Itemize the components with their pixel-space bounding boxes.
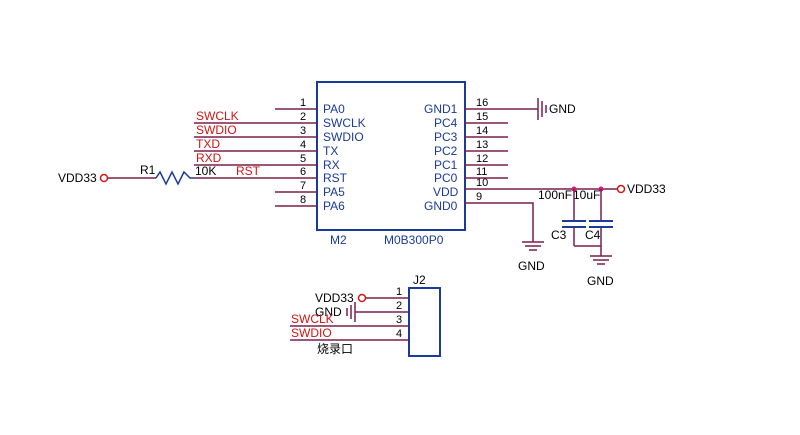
ic-body xyxy=(316,81,466,231)
pin-number: 15 xyxy=(476,111,488,123)
net-label-txd: TXD xyxy=(196,137,220,151)
net-label-rxd: RXD xyxy=(196,151,222,165)
net-label-swdio: SWDIO xyxy=(196,123,237,137)
pin-number: 13 xyxy=(476,139,488,151)
pin-number: 4 xyxy=(300,139,306,151)
ic-part-number: M0B300P0 xyxy=(384,233,444,247)
pin-number: 1 xyxy=(300,97,306,109)
cap-designator-c4: C4 xyxy=(585,228,601,242)
connector-body xyxy=(408,287,441,357)
net-label-rst: RST xyxy=(236,164,261,178)
ic-right-pins: 16 GND1 15 PC4 14 PC3 13 PC2 12 PC1 11 P… xyxy=(424,97,617,242)
resistor-designator: R1 xyxy=(140,163,156,177)
gnd-icon xyxy=(590,255,612,265)
pin-name: PA5 xyxy=(323,185,345,199)
ic-left-pins: 1 PA0 2 SWCLK SWCLK 3 SWDIO SWDIO 4 TX T… xyxy=(194,97,366,213)
gnd-icon xyxy=(346,302,356,322)
pin-number: 6 xyxy=(300,166,306,178)
pin-name: GND1 xyxy=(424,102,458,116)
power-port-icon xyxy=(357,293,367,303)
gnd-icon xyxy=(522,241,544,251)
vdd33-label-right: VDD33 xyxy=(627,182,666,196)
pin-name: PC4 xyxy=(434,116,458,130)
gnd-label-caps: GND xyxy=(587,274,614,288)
pin-name: RST xyxy=(323,171,348,185)
pin-number: 5 xyxy=(300,153,306,165)
pin-number: 2 xyxy=(396,300,402,312)
pin-name: GND0 xyxy=(424,199,458,213)
pin-name: PC0 xyxy=(434,171,458,185)
cap-designator-c3: C3 xyxy=(551,228,567,242)
pin-number: 11 xyxy=(476,166,487,178)
cap-value-c4: 10uF xyxy=(573,188,600,202)
resistor-icon xyxy=(155,170,194,186)
j2-vdd33-label: VDD33 xyxy=(315,291,354,305)
pin-name: PA0 xyxy=(323,102,345,116)
j2-net-label-swdio: SWDIO xyxy=(291,326,332,340)
pin-number: 4 xyxy=(396,328,402,340)
pin-name: PC2 xyxy=(434,144,458,158)
connector-caption: 烧录口 xyxy=(317,342,353,356)
pin-number: 2 xyxy=(300,111,306,123)
pin-name: RX xyxy=(323,158,340,172)
pin-name: VDD xyxy=(433,185,459,199)
j2-gnd-label: GND xyxy=(315,305,342,319)
pin-number: 14 xyxy=(476,125,488,137)
pin-name: SWDIO xyxy=(323,130,364,144)
gnd-label-pin9: GND xyxy=(518,259,545,273)
pin-name: SWCLK xyxy=(323,116,366,130)
pin-name: TX xyxy=(323,144,338,158)
pin-number: 8 xyxy=(300,194,306,206)
resistor-value: 10K xyxy=(195,164,216,178)
pin-number: 1 xyxy=(396,286,402,298)
gnd0-wire xyxy=(465,202,534,242)
pin-name: PA6 xyxy=(323,199,345,213)
pin-number: 3 xyxy=(396,314,402,326)
pin-number: 9 xyxy=(476,191,482,203)
pin-number: 10 xyxy=(476,177,488,189)
gnd-label-pin16: GND xyxy=(549,102,576,116)
pin-number: 7 xyxy=(300,180,306,192)
pin-number: 12 xyxy=(476,153,488,165)
pin-name: PC3 xyxy=(434,130,458,144)
pin-number: 3 xyxy=(300,125,306,137)
gnd-icon xyxy=(537,98,547,120)
ic-designator: M2 xyxy=(330,233,347,247)
net-label-swclk: SWCLK xyxy=(196,109,239,123)
power-port-icon xyxy=(99,173,109,183)
pin-number: 16 xyxy=(476,97,488,109)
j2-net-label-swclk: SWCLK xyxy=(291,312,334,326)
connector-designator: J2 xyxy=(413,273,426,287)
power-port-icon xyxy=(616,184,626,194)
cap-value-c3: 100nF xyxy=(538,188,572,202)
pin-name: PC1 xyxy=(434,158,458,172)
vdd33-label-left: VDD33 xyxy=(58,171,97,185)
